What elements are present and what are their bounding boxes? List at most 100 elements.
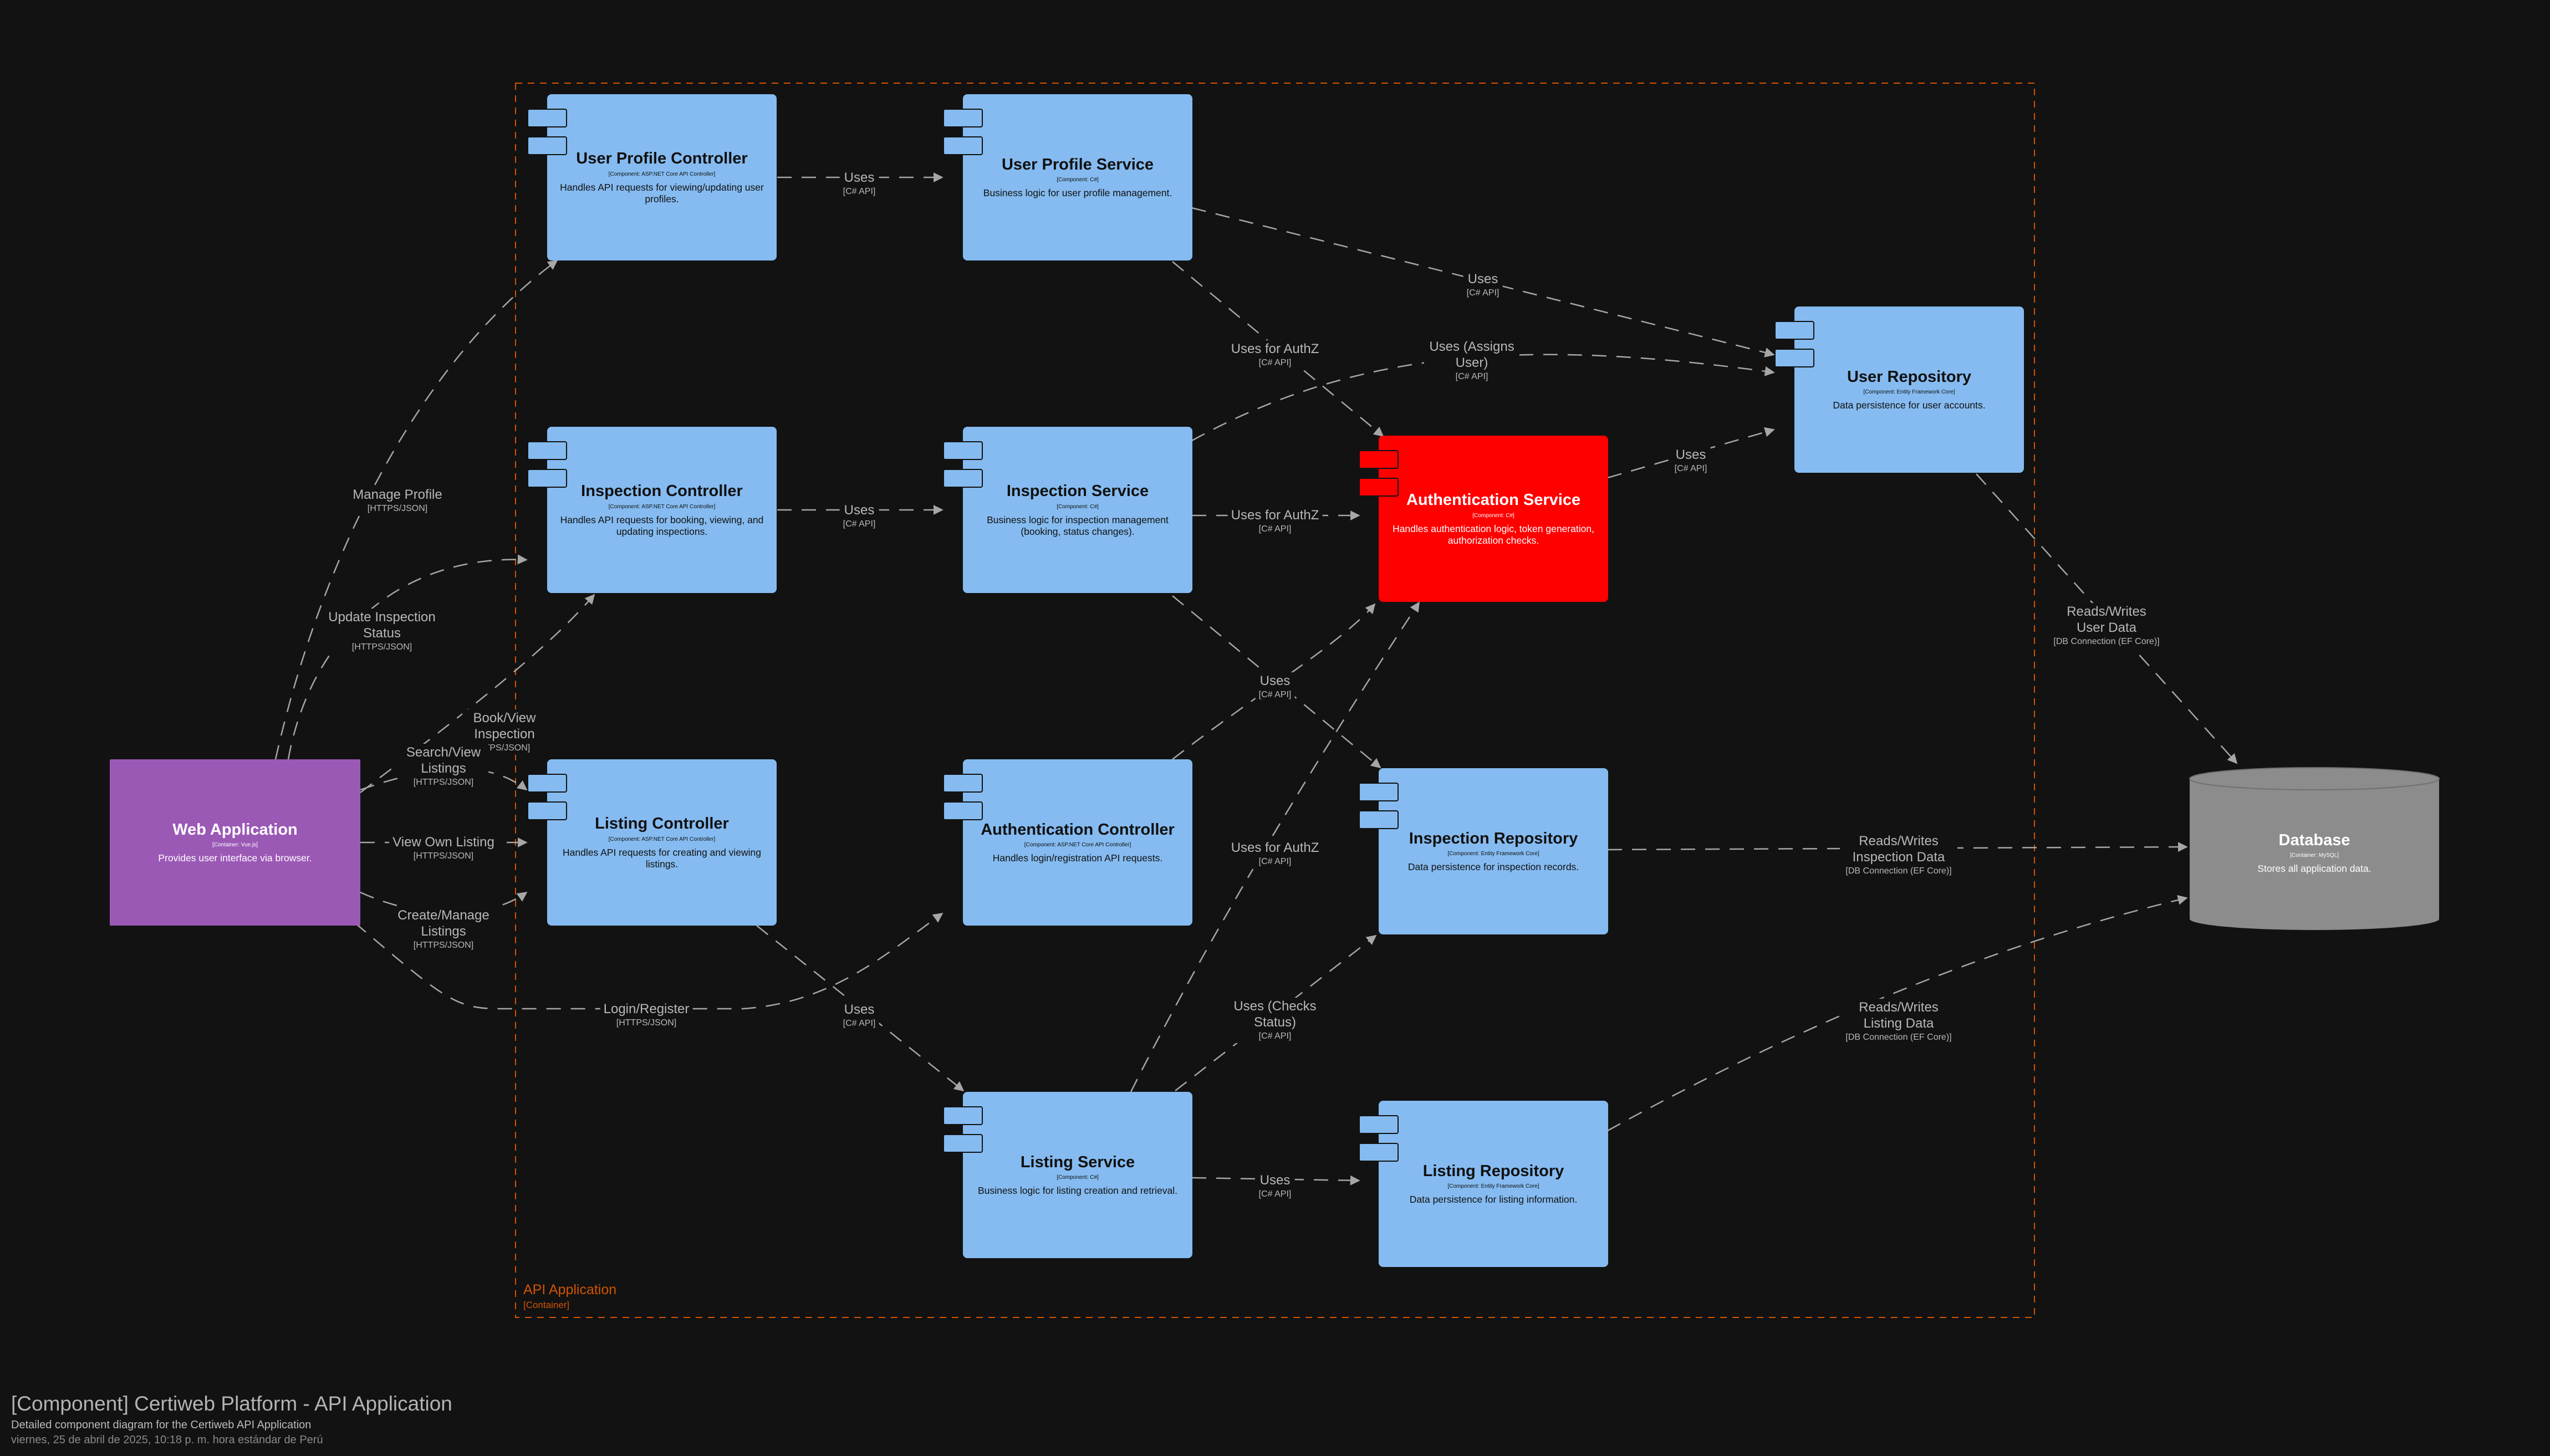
edge-label-ups-auth: Uses for AuthZ[C# API] [1227, 340, 1323, 370]
inspection-repository[interactable]: Inspection Repository [Component: Entity… [1359, 768, 1608, 934]
edge-ls-auth [1130, 601, 1420, 1092]
container-title: Web Application [172, 820, 298, 839]
edge-ur-db [1976, 473, 2238, 764]
component-tab-icon [943, 469, 983, 488]
component-title: User Repository [1847, 367, 1971, 386]
edge-label-is-ir: Uses[C# API] [1255, 672, 1295, 702]
component-tab-icon [527, 801, 567, 820]
database-cylinder [2189, 767, 2440, 930]
boundary-type: [Container] [523, 1300, 570, 1310]
edge-wa-lc-create [360, 891, 528, 914]
component-title: Authentication Service [1406, 491, 1581, 509]
inspection-service[interactable]: Inspection Service [Component: C#] Busin… [943, 427, 1192, 593]
component-description: Handles login/registration API requests. [992, 852, 1163, 864]
boundary-label: API Application [Container] [523, 1282, 616, 1311]
edge-label-auth-ur: Uses[C# API] [1671, 446, 1711, 476]
diagram-footer: [Component] Certiweb Platform - API Appl… [11, 1392, 452, 1447]
component-tab-icon [1359, 478, 1399, 497]
component-description: Handles API requests for booking, viewin… [560, 514, 764, 537]
inspection-controller[interactable]: Inspection Controller [Component: ASP.NE… [527, 427, 777, 593]
edge-label-ur-db: Reads/Writes User Data[DB Connection (EF… [2048, 603, 2165, 649]
listing-service[interactable]: Listing Service [Component: C#] Business… [943, 1092, 1192, 1258]
component-technology: [Component: C#] [1057, 177, 1099, 183]
component-tab-icon [527, 109, 567, 127]
container-technology: [Container: Vue.js] [212, 842, 258, 849]
edge-label-wa-lc-search: Search/View Listings[HTTPS/JSON] [399, 744, 488, 790]
component-tab-icon [943, 441, 983, 460]
component-tab-icon [527, 774, 567, 793]
component-tab-icon [943, 1134, 983, 1153]
edge-label-lc-ls: Uses[C# API] [839, 1001, 879, 1031]
listing-controller[interactable]: Listing Controller [Component: ASP.NET C… [527, 759, 777, 926]
edge-label-lr-db: Reads/Writes Listing Data[DB Connection … [1840, 999, 1957, 1045]
edge-label-wa-ic-update: Update Inspection Status[HTTPS/JSON] [323, 609, 441, 655]
edge-label-ups-ur: Uses[C# API] [1463, 270, 1503, 300]
user-repository[interactable]: User Repository [Component: Entity Frame… [1774, 306, 2024, 473]
component-description: Data persistence for inspection records. [1407, 861, 1579, 873]
component-technology: [Component: Entity Framework Core] [1863, 389, 1955, 396]
database-title: Database [2278, 831, 2350, 849]
database-technology: [Container: MySQL] [2290, 852, 2339, 859]
component-title: Inspection Repository [1409, 829, 1578, 847]
listing-repository[interactable]: Listing Repository [Component: Entity Fr… [1359, 1101, 1608, 1267]
component-title: Listing Repository [1422, 1162, 1564, 1180]
diagram-subtitle: Detailed component diagram for the Certi… [11, 1419, 312, 1431]
edge-label-wa-lc-create: Create/Manage Listings[HTTPS/JSON] [390, 907, 497, 953]
component-technology: [Component: ASP.NET Core API Controller] [608, 836, 716, 842]
boundary-title: API Application [523, 1282, 617, 1297]
component-technology: [Component: ASP.NET Core API Controller] [1024, 842, 1131, 849]
edge-ac-auth [1172, 603, 1376, 760]
component-title: User Profile Controller [576, 150, 748, 168]
component-tab-icon [1359, 1115, 1399, 1134]
component-tab-icon [1359, 450, 1399, 469]
diagram-title: [Component] Certiweb Platform - API Appl… [11, 1392, 452, 1415]
edge-label-wa-ac: Login/Register[HTTPS/JSON] [600, 1000, 693, 1030]
component-tab-icon [527, 469, 567, 488]
component-technology: [Component: C#] [1472, 512, 1514, 519]
component-title: User Profile Service [1001, 155, 1154, 173]
component-description: Data persistence for user accounts. [1833, 400, 1986, 411]
component-tab-icon [1359, 1143, 1399, 1162]
component-title: Inspection Service [1006, 482, 1149, 500]
component-technology: [Component: ASP.NET Core API Controller] [608, 503, 716, 510]
edge-label-ls-lr: Uses[C# API] [1255, 1172, 1295, 1202]
container-description: Provides user interface via browser. [158, 852, 312, 864]
component-tab-icon [1359, 783, 1399, 801]
component-tab-icon [943, 801, 983, 820]
database-description: Stores all application data. [2257, 863, 2372, 875]
database[interactable]: Database [Container: MySQL] Stores all a… [2190, 831, 2439, 875]
component-tab-icon [943, 1106, 983, 1125]
authentication-service[interactable]: Authentication Service [Component: C#] H… [1359, 436, 1608, 602]
component-description: Handles authentication logic, token gene… [1393, 523, 1594, 546]
component-description: Handles API requests for creating and vi… [563, 846, 761, 870]
component-tab-icon [1774, 321, 1814, 340]
user-profile-service[interactable]: User Profile Service [Component: C#] Bus… [943, 94, 1192, 260]
edge-label-wa-upc: Manage Profile[HTTPS/JSON] [349, 486, 446, 516]
user-profile-controller[interactable]: User Profile Controller [Component: ASP.… [527, 94, 777, 260]
component-tab-icon [943, 774, 983, 793]
authentication-controller[interactable]: Authentication Controller [Component: AS… [943, 759, 1192, 926]
component-title: Inspection Controller [581, 482, 743, 500]
component-description: Business logic for inspection management… [987, 514, 1169, 537]
edge-label-ls-ir: Uses (Checks Status)[C# API] [1227, 998, 1323, 1044]
edge-label-ir-db: Reads/Writes Inspection Data[DB Connecti… [1840, 832, 1957, 878]
component-tab-icon [943, 109, 983, 127]
component-tab-icon [527, 136, 567, 155]
edge-label-wa-lc-view: View Own Listing[HTTPS/JSON] [389, 834, 498, 864]
component-tab-icon [1359, 810, 1399, 829]
component-technology: [Component: ASP.NET Core API Controller] [608, 171, 716, 177]
edge-lr-db [1607, 895, 2188, 1132]
diagram-date: viernes, 25 de abril de 2025, 10:18 p. m… [11, 1434, 323, 1446]
component-title: Listing Controller [595, 815, 729, 833]
component-technology: [Component: C#] [1057, 1174, 1099, 1181]
edge-label-is-auth: Uses for AuthZ[C# API] [1227, 507, 1323, 537]
edge-label-is-ur: Uses (Assigns User)[C# API] [1424, 338, 1519, 384]
component-technology: [Component: Entity Framework Core] [1447, 851, 1539, 857]
component-title: Authentication Controller [981, 820, 1175, 839]
web-application[interactable]: Web Application [Container: Vue.js] Prov… [110, 759, 360, 926]
edge-wa-ac [354, 912, 944, 1010]
component-description: Handles API requests for viewing/updatin… [560, 181, 764, 205]
